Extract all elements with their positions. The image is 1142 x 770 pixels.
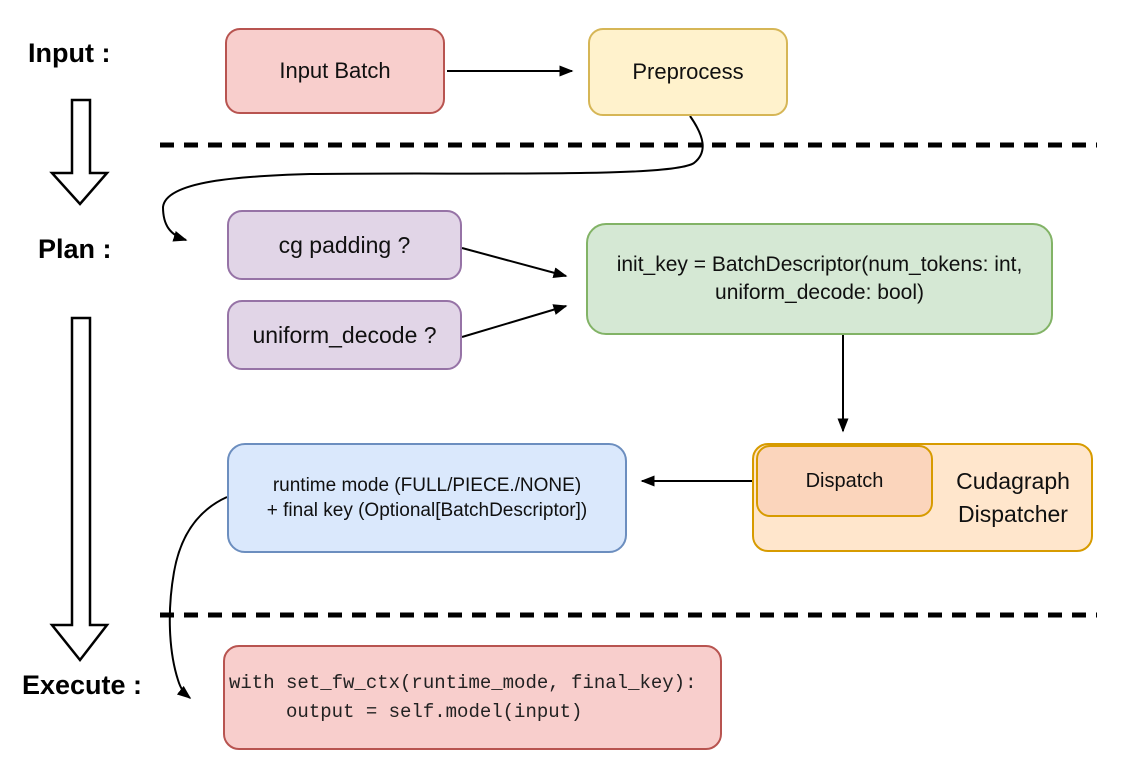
edge-cgpadding-to-initkey bbox=[461, 247, 568, 279]
execute-code-line2: output = self.model(input) bbox=[229, 700, 583, 723]
node-preprocess-label: Preprocess bbox=[632, 59, 744, 85]
node-dispatch-label: Dispatch bbox=[805, 469, 884, 492]
stage-arrow-plan-to-execute bbox=[49, 316, 110, 663]
node-cg-padding-label: cg padding ? bbox=[278, 231, 411, 258]
edge-uniformdecode-to-initkey bbox=[461, 304, 568, 338]
stage-label-plan: Plan : bbox=[38, 234, 112, 264]
node-init-key: init_key = BatchDescriptor(num_tokens: i… bbox=[586, 223, 1053, 335]
node-uniform-decode-label: uniform_decode ? bbox=[252, 321, 437, 348]
node-input-batch: Input Batch bbox=[225, 28, 445, 114]
node-execute-code: with set_fw_ctx(runtime_mode, final_key)… bbox=[223, 645, 722, 750]
stage-label-input: Input : bbox=[28, 38, 111, 68]
node-runtime-mode-line1: runtime mode (FULL/PIECE./NONE) bbox=[272, 474, 582, 496]
stage-label-execute: Execute : bbox=[22, 670, 143, 700]
node-uniform-decode: uniform_decode ? bbox=[227, 300, 462, 370]
node-runtime-mode-line2: + final key (Optional[BatchDescriptor]) bbox=[266, 500, 588, 521]
node-runtime-mode: runtime mode (FULL/PIECE./NONE) + final … bbox=[227, 443, 627, 553]
execute-code-line1: with set_fw_ctx(runtime_mode, final_key)… bbox=[229, 672, 697, 694]
node-input-batch-label: Input Batch bbox=[279, 58, 391, 84]
cudagraph-label-line2: Dispatcher bbox=[958, 500, 1068, 527]
node-cudagraph-dispatcher-label: Cudagraph Dispatcher bbox=[933, 443, 1093, 552]
node-cg-padding: cg padding ? bbox=[227, 210, 462, 280]
node-init-key-line2: uniform_decode: bool) bbox=[715, 281, 924, 304]
node-preprocess: Preprocess bbox=[588, 28, 788, 116]
edge-runtimemode-to-execute bbox=[168, 496, 228, 699]
cudagraph-label-line1: Cudagraph bbox=[956, 468, 1070, 495]
stage-arrow-input-to-plan bbox=[49, 98, 110, 206]
node-init-key-line1: init_key = BatchDescriptor(num_tokens: i… bbox=[616, 253, 1023, 277]
node-dispatch: Dispatch bbox=[756, 445, 933, 517]
